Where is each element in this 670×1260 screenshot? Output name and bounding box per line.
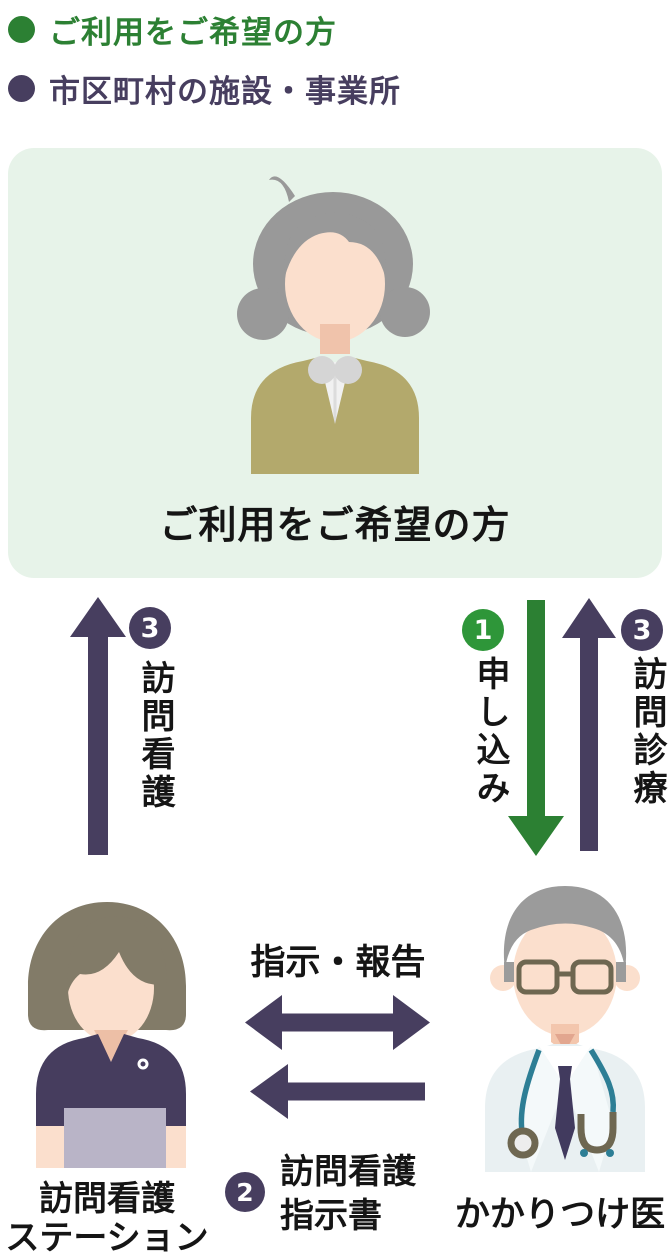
badge-step3-nursing-number: 3 [140,612,160,644]
nurse-illustration [28,902,186,1168]
arrow-double-horizontal-icon [245,995,430,1050]
doctor-illustration [485,886,645,1172]
home-visit-flow-label: 訪問診療 [627,656,667,808]
user-panel: ご利用をご希望の方 [8,148,662,578]
badge-step3-home-visit-number: 3 [632,614,652,646]
nursing-flow-label: 訪問看護 [135,660,175,812]
elderly-person-illustration [237,176,430,474]
nursing-order-label: 訪問看護 指示書 [280,1150,450,1238]
legend-label-municipal: 市区町村の施設・事業所 [49,74,401,110]
badge-step1-application: 1 [462,609,504,651]
arrow-down-application-icon [508,600,564,856]
legend-item-municipal: 市区町村の施設・事業所 [8,66,401,111]
nurse-label-line1: 訪問看護 [39,1179,175,1219]
nursing-order-label-line1: 訪問看護 [280,1152,416,1192]
badge-step3-nursing: 3 [129,607,171,649]
green-dot-icon [8,16,35,43]
arrow-up-nursing-icon [70,597,126,855]
badge-step2-order: 2 [225,1172,265,1212]
purple-dot-icon [8,75,35,102]
nurse-label-line2: ステーション [5,1218,209,1258]
badge-step1-application-number: 1 [473,614,493,646]
nursing-order-label-line2: 指示書 [280,1196,382,1236]
legend-label-user: ご利用をご希望の方 [49,15,337,51]
badge-step2-order-number: 2 [236,1177,254,1207]
instruction-report-label: 指示・報告 [250,943,426,983]
doctor-label: かかりつけ医 [454,1195,666,1235]
arrow-left-order-icon [250,1064,425,1119]
arrow-up-home-visit-icon [562,598,616,851]
nurse-label: 訪問看護 ステーション [0,1180,216,1258]
legend-item-user: ご利用をご希望の方 [8,7,337,52]
badge-step3-home-visit: 3 [621,609,663,651]
user-panel-label: ご利用をご希望の方 [159,503,511,547]
application-flow-label: 申し込み [470,656,510,808]
